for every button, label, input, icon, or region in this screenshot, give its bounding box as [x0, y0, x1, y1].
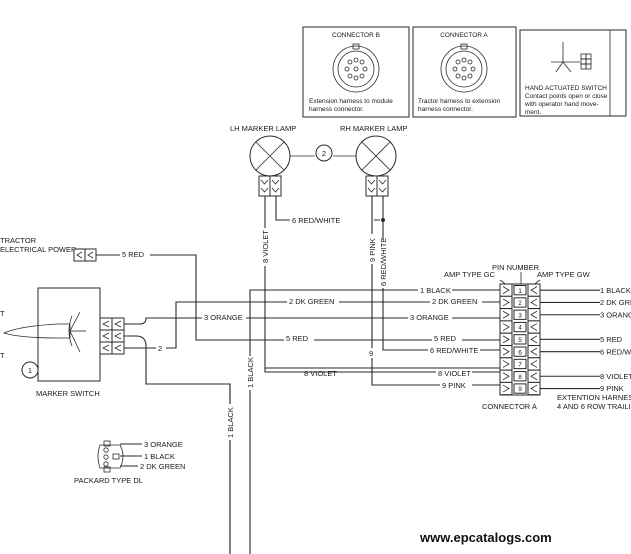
- wire-label-red-white-6: 6 RED/WHITE: [430, 346, 478, 355]
- hand-switch-line-2: with operator hand move-: [524, 101, 599, 108]
- hand-switch-line-3: ment.: [525, 109, 541, 116]
- right-wire-label-6: 8 VIOLET: [600, 372, 631, 381]
- wire-label-violet-8: 8 VIOLET: [304, 369, 337, 378]
- right-wires: 1 BLACK 2 DK GREEN 3 ORANGE 5 RED 6 RED/WHIT…: [540, 286, 631, 393]
- connector-a-pin-7: 7: [518, 362, 522, 369]
- right-wire-label-7: 9 PINK: [600, 384, 624, 393]
- connector-a-panel-caption-1: Tractor harness to extension: [418, 98, 501, 105]
- wire-label-violet-vertical: 8 VIOLET: [261, 230, 270, 263]
- watermark: www.epcatalogs.com: [419, 530, 552, 545]
- connector-a-panel-title: CONNECTOR A: [440, 32, 488, 39]
- rh-lamp-connector: [365, 175, 389, 197]
- connector-b-title: CONNECTOR B: [332, 32, 380, 39]
- lamp-ground-circle: [315, 144, 333, 162]
- rh-lamp-icon: [355, 135, 397, 177]
- wire-label-violet-8b: 8 VIOLET: [438, 369, 471, 378]
- amp-type-gw-label: AMP TYPE GW: [537, 270, 591, 279]
- wire-label-9: 9: [369, 349, 373, 358]
- connector-b-caption-2: harness connector.: [309, 106, 364, 113]
- wire-label-black-vertical: 1 BLACK: [246, 357, 255, 388]
- extension-harness-line-2: 4 AND 6 ROW TRAILING: [557, 402, 631, 411]
- connector-a-pin-6: 6: [518, 349, 522, 356]
- lh-lamp-icon: [249, 135, 291, 177]
- wire-label-orange-3b: 3 ORANGE: [410, 313, 449, 322]
- wire-label-dk-green: 2 DK GREEN: [289, 297, 334, 306]
- amp-type-gc-label: AMP TYPE GC: [444, 270, 496, 279]
- connector-a-pin-5: 5: [518, 337, 522, 344]
- wire-label-black-lower: 1 BLACK: [226, 407, 235, 438]
- power-connector: [73, 248, 97, 262]
- connector-a-panel-caption-2: harness connector.: [418, 106, 473, 113]
- right-wire-label-5: 6 RED/WHITE: [600, 347, 631, 356]
- hand-switch-title: HAND ACTUATED SWITCH: [525, 85, 607, 92]
- wire-label-red-power: 5 RED: [122, 250, 145, 259]
- right-wire-label-3: 3 ORANGE: [600, 310, 631, 319]
- wire-label-red-white-top: 6 RED/WHITE: [292, 216, 340, 225]
- lh-marker-lamp-label: LH MARKER LAMP: [230, 124, 296, 133]
- packard-wire-black: 1 BLACK: [144, 452, 175, 461]
- marker-switch: [2, 287, 101, 382]
- lamp-circle-number: 2: [322, 149, 326, 158]
- marker-switch-label: MARKER SWITCH: [36, 389, 100, 398]
- right-wire-label-4: 5 RED: [600, 335, 623, 344]
- connector-b-caption-1: Extension harness to module: [309, 98, 393, 105]
- packard-connector-icon: [97, 440, 124, 473]
- extension-harness-line-1: EXTENTION HARNESS: [557, 393, 631, 402]
- connector-b-panel: CONNECTOR B Extension harness to module …: [302, 26, 410, 118]
- right-wire-label-2: 2 DK GREEN: [600, 298, 631, 307]
- connector-a-panel: CONNECTOR A Tractor harness to extension…: [412, 26, 517, 118]
- wire-label-red-5: 5 RED: [286, 334, 309, 343]
- marker-switch-number: 1: [28, 366, 32, 375]
- wire-label-pink-vertical: 9 PINK: [368, 238, 377, 262]
- packard-type-label: PACKARD TYPE DL: [74, 476, 143, 485]
- wire-label-red-white-vertical: 6 RED/WHITE: [379, 238, 388, 286]
- rh-marker-lamp-label: RH MARKER LAMP: [340, 124, 408, 133]
- packard-wire-dk-green: 2 DK GREEN: [140, 462, 185, 471]
- connector-a-pin-2: 2: [518, 300, 522, 307]
- hand-switch-line-1: Contact points open or close: [525, 93, 608, 100]
- wire-label-red-5b: 5 RED: [434, 334, 457, 343]
- electrical-power-label: ELECTRICAL POWER: [0, 245, 77, 254]
- switch-connector: [99, 317, 125, 355]
- wire-label-black-1: 1 BLACK: [420, 286, 451, 295]
- pin-number-label: PIN NUMBER: [492, 263, 540, 272]
- hand-switch-icon: [551, 42, 592, 73]
- connector-a-pin-3: 3: [518, 312, 522, 319]
- right-wire-label-1: 1 BLACK: [600, 286, 631, 295]
- packard-wire-orange: 3 ORANGE: [144, 440, 183, 449]
- wire-label-pink-9: 9 PINK: [442, 381, 466, 390]
- switch-left-label-bottom: T: [0, 351, 5, 360]
- wire-label-orange-3: 3 ORANGE: [204, 313, 243, 322]
- marker-switch-circle: [21, 361, 39, 379]
- connector-a-pin-4: 4: [518, 325, 522, 332]
- tractor-label: TRACTOR: [0, 236, 37, 245]
- connector-a: 1 2 3 4 5 6 7 8 9: [499, 283, 541, 396]
- connector-a-pin-9: 9: [518, 386, 522, 393]
- connector-a-pin-8: 8: [518, 374, 522, 381]
- connector-a-label: CONNECTOR A: [482, 402, 537, 411]
- hand-switch-panel: HAND ACTUATED SWITCH Contact points open…: [519, 29, 627, 117]
- lh-lamp-connector: [258, 175, 282, 197]
- connector-a-pin-1: 1: [518, 288, 522, 295]
- switch-left-label-top: T: [0, 309, 5, 318]
- wire-label-dk-green-b: 2 DK GREEN: [432, 297, 477, 306]
- wire-label-2: 2: [158, 344, 162, 353]
